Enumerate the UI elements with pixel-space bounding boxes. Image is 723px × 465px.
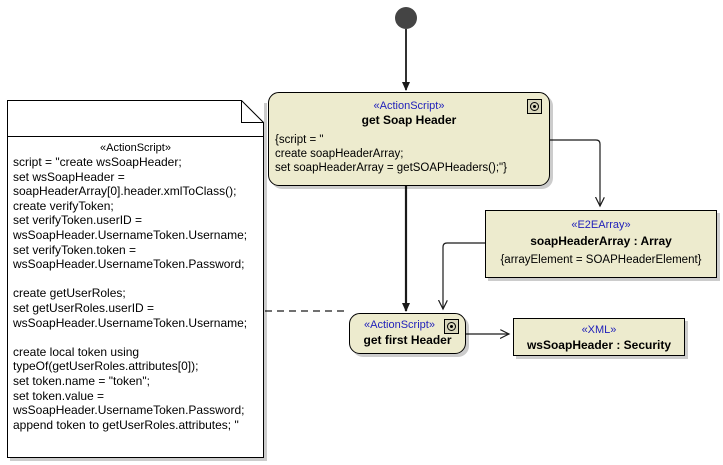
node-body-constraint: {arrayElement = SOAPHeaderElement} — [500, 254, 702, 266]
node-title: get Soap Header — [361, 113, 457, 127]
action-gear-icon[interactable] — [527, 99, 542, 114]
node-title: wsSoapHeader : Security — [526, 338, 672, 352]
action-gear-icon[interactable] — [444, 319, 459, 334]
node-stereotype: «ActionScript» — [364, 319, 435, 331]
node-title: soapHeaderArray : Array — [530, 234, 672, 248]
node-get-soap-header[interactable]: «ActionScript» get Soap Header {script =… — [268, 92, 550, 186]
edge-get-soap-header-to-soap-header-array — [550, 139, 600, 206]
initial-node[interactable] — [395, 7, 417, 29]
edge-soap-header-array-to-get-first-header — [443, 242, 485, 309]
note-stereotype: «ActionScript» — [100, 142, 171, 154]
node-body-script: {script = " create soapHeaderArray; set … — [275, 134, 507, 174]
node-get-first-header[interactable]: «ActionScript» get first Header — [349, 313, 466, 354]
node-soap-header-array[interactable]: «E2EArray» soapHeaderArray : Array {arra… — [485, 210, 717, 278]
note-text: script = "create wsSoapHeader; set wsSoa… — [13, 155, 248, 432]
note-outline — [7, 100, 264, 458]
actionscript-note[interactable]: «ActionScript» script = "create wsSoapHe… — [7, 100, 264, 458]
node-title: get first Header — [363, 333, 452, 347]
node-stereotype: «E2EArray» — [571, 219, 631, 231]
node-stereotype: «ActionScript» — [373, 100, 445, 112]
node-stereotype: «XML» — [581, 324, 617, 336]
node-ws-soap-header[interactable]: «XML» wsSoapHeader : Security — [513, 318, 685, 356]
